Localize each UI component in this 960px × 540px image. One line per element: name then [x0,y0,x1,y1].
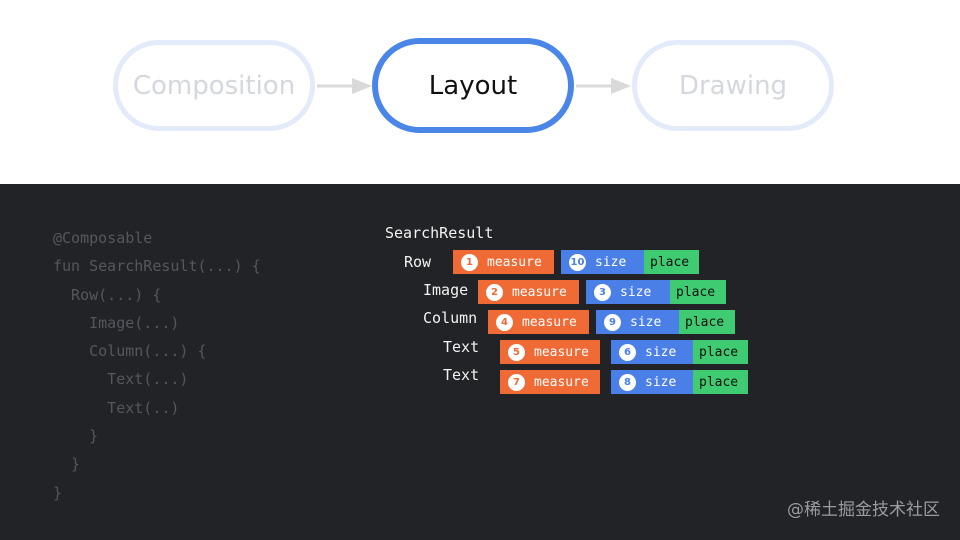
stage-layout-label: Layout [428,70,518,101]
size-step: 8 size [611,370,694,394]
tree-node-label: Image [423,281,469,299]
step-number-badge: 5 [508,343,525,361]
size-label: size [645,374,677,390]
code-line: Image(...) [53,313,180,332]
size-label: size [645,344,677,360]
pipeline-arrows [317,78,631,94]
code-line: Text(...) [53,370,189,389]
step-number-badge: 8 [619,373,636,391]
measure-step: 4 measure [488,310,589,334]
tree-node-label: Text [443,338,480,356]
code-block: @Composable fun SearchResult(...) { Row(.… [53,224,261,507]
tree-node-label: Row [404,253,432,271]
measure-step: 2 measure [478,280,579,304]
code-line: @Composable [53,229,153,247]
code-line: Column(...) { [53,342,207,361]
code-line: } [53,455,81,474]
measure-label: measure [522,314,577,330]
measure-label: measure [487,254,542,270]
step-number-badge: 3 [594,283,611,301]
size-step: 3 size [586,280,671,304]
step-number-badge: 10 [569,253,586,271]
stage-drawing-label: Drawing [678,70,788,101]
code-line: Text(..) [53,398,180,417]
size-step: 10 size [561,250,645,274]
place-step: place [644,250,699,274]
code-panel: @Composable fun SearchResult(...) { Row(.… [0,184,960,540]
size-step: 6 size [611,340,694,364]
tree-node-label: Text [443,366,480,384]
size-label: size [620,284,652,300]
size-label: size [630,314,662,330]
stage-composition-label: Composition [132,70,296,101]
code-line: } [53,483,63,502]
place-step: place [693,340,748,364]
stage-composition: Composition [113,40,315,131]
step-number-badge: 4 [496,313,513,331]
code-line: Row(...) { [53,285,162,304]
step-number-badge: 7 [508,373,525,391]
place-step: place [670,280,726,304]
size-step: 9 size [596,310,680,334]
step-number-badge: 2 [486,283,503,301]
measure-label: measure [534,344,589,360]
code-line: fun SearchResult(...) { [53,257,261,276]
measure-step: 7 measure [500,370,600,394]
step-number-badge: 9 [604,313,621,331]
code-line: } [53,427,99,446]
measure-label: measure [512,284,567,300]
tree-node-label: Column [423,309,478,327]
size-label: size [595,254,627,270]
measure-step: 5 measure [500,340,600,364]
stage-layout: Layout [372,38,574,133]
place-step: place [679,310,735,334]
step-number-badge: 1 [461,253,478,271]
stage-drawing: Drawing [632,40,834,131]
watermark: @稀土掘金技术社区 [787,500,940,520]
measure-step: 1 measure [453,250,554,274]
arrow-layout-to-drawing [576,78,631,94]
tree-root-label: SearchResult [385,224,494,242]
measure-label: measure [534,374,589,390]
arrow-composition-to-layout [317,78,372,94]
place-step: place [693,370,748,394]
step-number-badge: 6 [619,343,636,361]
